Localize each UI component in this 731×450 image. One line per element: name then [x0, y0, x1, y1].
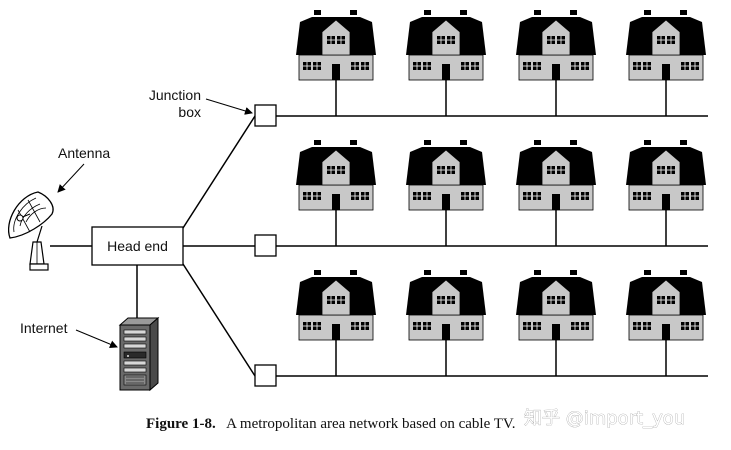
junction-box-pointer-arrow	[205, 98, 253, 115]
junction-box	[254, 364, 277, 387]
server-tower-icon	[118, 316, 160, 392]
house-icon	[406, 10, 486, 116]
trunk-to-top-junction	[182, 115, 256, 229]
junction-box-label-line1: Junction	[149, 87, 201, 103]
house-icon	[626, 270, 706, 376]
house-icon	[516, 270, 596, 376]
internet-label: Internet	[20, 320, 68, 336]
house-icon	[516, 140, 596, 246]
trunk-to-bottom-junction	[182, 263, 256, 377]
house-icon	[516, 10, 596, 116]
junction-box-label-line2: box	[178, 104, 201, 120]
houses-group	[296, 10, 706, 376]
figure-caption: Figure 1-8. A metropolitan area network …	[146, 415, 516, 432]
house-icon	[296, 270, 376, 376]
satellite-dish-icon	[8, 191, 54, 271]
antenna-label: Antenna	[58, 145, 110, 161]
house-icon	[626, 10, 706, 116]
house-icon	[296, 10, 376, 116]
caption-text: A metropolitan area network based on cab…	[226, 416, 515, 432]
internet-pointer-arrow	[75, 329, 118, 349]
antenna-pointer-arrow	[57, 163, 85, 193]
house-icon	[296, 140, 376, 246]
junction-box	[254, 104, 277, 127]
watermark: 知乎 @import_you	[524, 408, 685, 429]
house-icon	[406, 140, 486, 246]
head-end-box	[91, 226, 184, 266]
junction-box	[254, 234, 277, 257]
figure-number: Figure 1-8.	[146, 416, 216, 432]
house-icon	[626, 140, 706, 246]
house-icon	[406, 270, 486, 376]
head-end-label: Head end	[107, 238, 168, 254]
